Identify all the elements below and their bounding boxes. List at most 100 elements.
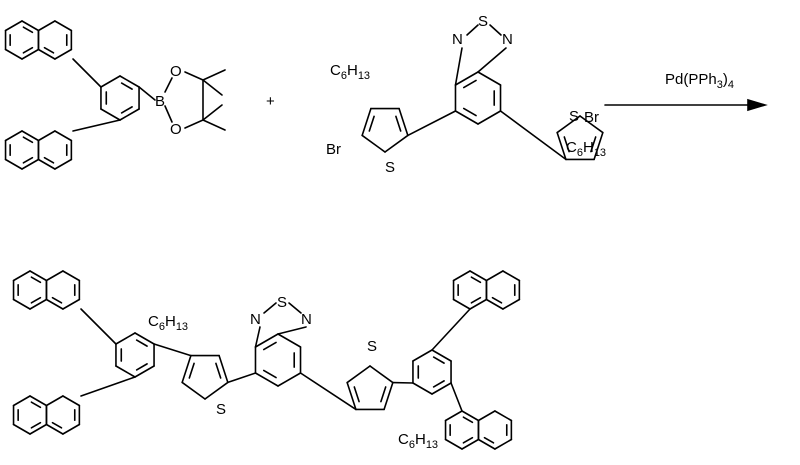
- thiophene-bond: [383, 381, 394, 411]
- bond: [164, 105, 173, 123]
- sulfur-label: S: [216, 401, 226, 418]
- naphthalene-bond: [12, 395, 31, 407]
- double-bond: [483, 436, 495, 444]
- thiophene-bond: [384, 134, 409, 153]
- benzothiadiazole-bond: [477, 110, 502, 125]
- double-bond: [432, 356, 445, 364]
- thiophene-bond: [593, 131, 604, 161]
- thiophene-bond: [361, 107, 372, 137]
- naphthalene-bond: [494, 438, 513, 450]
- double-bond: [462, 107, 477, 117]
- naphthalene-bond: [54, 158, 73, 170]
- double-bond: [462, 416, 474, 424]
- bond: [254, 326, 261, 348]
- bond: [184, 119, 204, 129]
- naphthalene-bond: [4, 130, 23, 142]
- naphthalene-bond: [469, 270, 488, 282]
- hexyl-label: C6H13: [398, 431, 438, 451]
- naphthalene-bond: [485, 298, 504, 310]
- naphthalene-bond: [502, 270, 521, 282]
- double-bond: [215, 362, 222, 379]
- naphthalene-bond: [12, 270, 31, 282]
- naphthalene-bond: [62, 270, 81, 282]
- bond: [450, 382, 463, 412]
- sulfur-label: S: [569, 108, 579, 125]
- double-bond: [22, 136, 34, 144]
- hexyl-label: C6H13: [148, 313, 188, 333]
- double-bond: [462, 79, 477, 89]
- naphthalene-bond: [45, 423, 64, 435]
- sulfur-label: S: [367, 338, 377, 355]
- benzothiadiazole-bond: [454, 110, 479, 125]
- thiophene-bond: [369, 365, 394, 384]
- bond: [72, 58, 102, 88]
- double-bond: [380, 386, 387, 403]
- nitrogen-label: N: [250, 311, 261, 328]
- naphthalene-bond: [29, 298, 48, 310]
- thiophene-bond: [361, 134, 386, 153]
- thiophene-bond: [579, 115, 604, 134]
- sulfur-label: S: [385, 159, 395, 176]
- double-bond: [262, 341, 277, 351]
- thiophene-bond: [181, 381, 206, 400]
- naphthalene-bond: [37, 130, 56, 142]
- naphthalene-bond: [37, 48, 56, 60]
- bond: [431, 308, 471, 351]
- thiophene-bond: [346, 365, 371, 384]
- benzene-bond: [431, 349, 452, 362]
- double-bond: [491, 296, 503, 304]
- bond: [164, 77, 173, 93]
- naphthalene-bond: [21, 158, 40, 170]
- benzothiadiazole-bond: [477, 71, 502, 86]
- naphthalene-bond: [12, 298, 31, 310]
- naphthalene-bond: [452, 298, 471, 310]
- bond: [202, 104, 223, 121]
- double-bond: [51, 421, 63, 429]
- double-bond: [262, 369, 277, 379]
- nitrogen-label: N: [452, 31, 463, 48]
- sulfur-label: S: [478, 13, 488, 30]
- naphthalene-bond: [494, 410, 513, 422]
- double-bond: [22, 26, 34, 34]
- double-bond: [353, 386, 360, 403]
- benzene-bond: [412, 349, 433, 362]
- benzene-bond: [119, 75, 140, 88]
- double-bond: [470, 296, 482, 304]
- bond: [499, 110, 567, 161]
- double-bond: [43, 156, 55, 164]
- oxygen-label: O: [170, 121, 182, 138]
- naphthalene-bond: [29, 423, 48, 435]
- thiophene-bond: [556, 115, 581, 134]
- sulfur-label: S: [277, 294, 287, 311]
- naphthalene-bond: [12, 423, 31, 435]
- bond: [202, 79, 223, 96]
- oxygen-label: O: [170, 63, 182, 80]
- naphthalene-bond: [452, 270, 471, 282]
- naphthalene-bond: [21, 20, 40, 32]
- bond: [454, 47, 463, 86]
- bond: [288, 302, 302, 314]
- double-bond: [395, 115, 402, 132]
- naphthalene-bond: [477, 410, 496, 422]
- double-bond: [51, 296, 63, 304]
- naphthalene-bond: [4, 158, 23, 170]
- naphthalene-bond: [54, 48, 73, 60]
- naphthalene-bond: [444, 438, 463, 450]
- naphthalene-bond: [37, 158, 56, 170]
- naphthalene-bond: [477, 438, 496, 450]
- thiophene-bond: [218, 354, 229, 384]
- naphthalene-bond: [485, 270, 504, 282]
- naphthalene-bond: [469, 298, 488, 310]
- double-bond: [30, 296, 42, 304]
- double-bond: [563, 136, 570, 153]
- benzothiadiazole-bond: [254, 372, 279, 387]
- hexyl-label: C6H13: [330, 62, 370, 82]
- naphthalene-bond: [62, 423, 81, 435]
- double-bond: [30, 421, 42, 429]
- benzene-bond: [119, 108, 140, 121]
- bond: [407, 110, 457, 137]
- benzene-bond: [115, 332, 136, 345]
- bond: [227, 372, 257, 384]
- double-bond: [30, 401, 42, 409]
